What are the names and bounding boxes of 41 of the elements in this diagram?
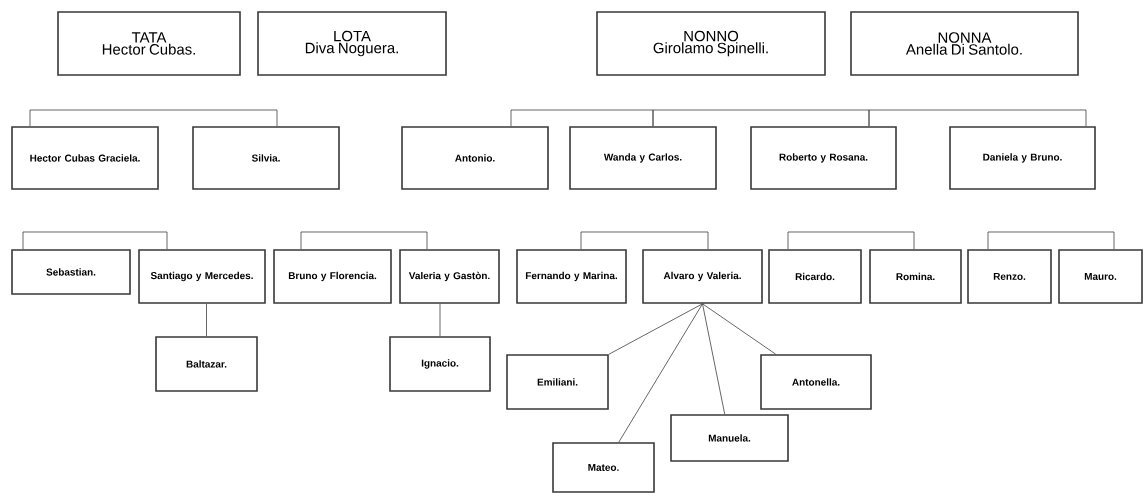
bracket-line (22, 231, 168, 250)
bracket-line (868, 109, 1087, 127)
connector-line (702, 303, 777, 355)
bracket-line (300, 231, 428, 250)
person-box: LOTA Diva Noguera. (257, 11, 447, 76)
person-box: Daniela y Bruno. (949, 126, 1096, 190)
person-box: NONNO Girolamo Spinelli. (596, 11, 826, 76)
connector-line (439, 303, 441, 337)
person-box: Fernando y Marina. (516, 249, 627, 304)
bracket-line (652, 109, 870, 127)
bracket-line (510, 109, 654, 127)
person-box: Hector Cubas Graciela. (11, 126, 159, 190)
bracket-line (29, 109, 278, 127)
person-box: Mauro. (1058, 249, 1143, 304)
person-box: Manuela. (670, 414, 789, 462)
person-box: Antonio. (401, 126, 549, 190)
person-box: Romina. (869, 249, 962, 304)
person-box: Ricardo. (768, 249, 862, 304)
bracket-line (987, 231, 1115, 250)
person-box: TATA Hector Cubas. (57, 11, 241, 76)
person-box: Emiliani. (506, 354, 609, 410)
person-box: Ignacio. (389, 336, 491, 392)
person-box: NONNA Anella Di Santolo. (850, 11, 1079, 76)
person-box: Antonella. (760, 354, 872, 410)
person-box: Bruno y Florencia. (273, 249, 392, 304)
connector-line (206, 303, 207, 337)
person-box: Silvia. (192, 126, 340, 190)
bracket-line (787, 231, 915, 250)
person-box: Santiago y Mercedes. (138, 249, 266, 304)
person-box: Mateo. (552, 442, 655, 493)
connector-line (618, 303, 703, 443)
person-box: Renzo. (967, 249, 1052, 304)
person-box: Sebastian. (11, 249, 131, 295)
person-box: Baltazar. (155, 336, 258, 392)
connector-line (702, 303, 726, 415)
person-box: Valeria y Gastòn. (399, 249, 500, 304)
person-box: Wanda y Carlos. (569, 126, 717, 190)
person-box: Roberto y Rosana. (750, 126, 897, 190)
connector-line (608, 303, 703, 355)
person-box: Alvaro y Valeria. (642, 249, 763, 304)
bracket-line (580, 231, 709, 250)
